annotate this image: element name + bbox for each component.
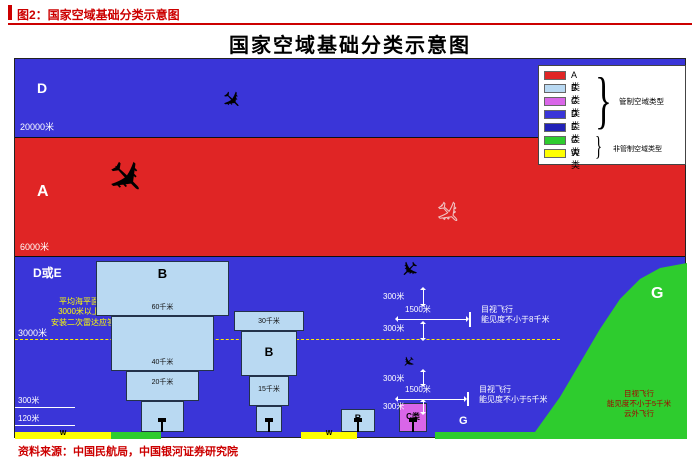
altitude-120m: 120米 bbox=[18, 414, 40, 423]
terrain-vfr-note: 目视飞行 能见度不小于5千米 云外飞行 bbox=[606, 389, 672, 419]
class-b-medium-tower-step-1 bbox=[234, 311, 304, 331]
airport-tower-icon bbox=[354, 418, 362, 432]
class-b-big-tower-step-3 bbox=[126, 371, 199, 401]
vfr-low-annotation: ✈ 300米 1500米 目视飞行 能见度不小于5千米 300米 bbox=[383, 352, 588, 419]
ground-class-g-label: G bbox=[459, 415, 468, 427]
class-b-big-tower-label: B bbox=[157, 266, 168, 281]
class-b-medium-tower-label: B bbox=[264, 345, 274, 359]
vertical-arrow-icon bbox=[420, 321, 426, 341]
terrain-mountain bbox=[530, 263, 687, 439]
altitude-20000m: 20000米 bbox=[20, 122, 55, 132]
legend-group-controlled: 管制空域类型 bbox=[619, 97, 664, 106]
legend-group-uncontrolled: 非管制空域类型 bbox=[613, 146, 662, 153]
altitude-300m-tick bbox=[15, 407, 75, 408]
legend-label-e: E类 bbox=[571, 122, 581, 144]
obstacle-marker-icon bbox=[467, 392, 469, 406]
vfr-low-300m-lower: 300米 bbox=[383, 402, 405, 411]
legend-swatch-b bbox=[544, 84, 566, 93]
ground-class-w-segment-2 bbox=[301, 432, 357, 439]
airport-tower-icon bbox=[409, 418, 417, 432]
figure-label: 图2：国家空域基础分类示意图 bbox=[17, 8, 180, 22]
legend-label-b: B类 bbox=[571, 83, 581, 105]
diagram-title: 国家空域基础分类示意图 bbox=[229, 35, 471, 57]
class-b-big-tower-base bbox=[141, 401, 184, 432]
altitude-120m-tick bbox=[15, 425, 75, 426]
altitude-6000m: 6000米 bbox=[20, 242, 50, 252]
class-b-medium-step2-width: 15千米 bbox=[258, 386, 280, 393]
class-c-tower-label: C类 bbox=[406, 412, 420, 421]
class-b-medium-tower-step-2 bbox=[241, 331, 297, 376]
legend-swatch-d bbox=[544, 110, 566, 119]
label-class-d-or-e: D或E bbox=[33, 266, 62, 280]
airspace-diagram: D A D或E 20000米 6000米 3000米 300米 120米 平均海… bbox=[14, 58, 687, 439]
label-class-g-terrain: G bbox=[651, 285, 664, 302]
vfr-high-300m-lower: 300米 bbox=[383, 324, 405, 333]
legend-label-g: G类 bbox=[571, 135, 581, 157]
class-b-big-tower-step-2 bbox=[111, 316, 214, 371]
class-b-big-step1-width: 60千米 bbox=[151, 304, 174, 311]
altitude-3000m: 3000米 bbox=[18, 328, 48, 338]
class-b-medium-tower-step-3 bbox=[249, 376, 289, 406]
small-airplane-icon: ✈ bbox=[398, 352, 420, 373]
ground-class-w-label-2: W bbox=[325, 430, 333, 437]
source-note: 资料来源：中国民航局，中国银河证券研究院 bbox=[18, 446, 238, 458]
class-b-big-tower-step-1 bbox=[96, 261, 229, 316]
class-b-big-step3-width: 20千米 bbox=[151, 379, 174, 386]
vfr-high-1500m: 1500米 bbox=[405, 305, 431, 314]
brace-icon: } bbox=[595, 131, 603, 161]
vertical-arrow-icon bbox=[420, 369, 426, 387]
ground-class-w-label-1: W bbox=[59, 430, 67, 437]
vfr-low-1500m: 1500米 bbox=[405, 385, 431, 394]
ground-class-g-segment-2 bbox=[435, 432, 545, 439]
airport-tower-icon bbox=[265, 418, 273, 432]
legend-label-d: D类 bbox=[571, 109, 581, 131]
legend-label-c: C类 bbox=[571, 96, 581, 118]
ground-class-g-segment-1 bbox=[111, 432, 161, 439]
legend-swatch-w bbox=[544, 149, 566, 158]
label-class-d: D bbox=[37, 80, 48, 96]
legend-swatch-g bbox=[544, 136, 566, 145]
brace-icon: } bbox=[595, 64, 612, 135]
legend: A类 B类 C类 D类 E类 G类 bbox=[538, 64, 686, 170]
obstacle-marker-icon bbox=[469, 312, 471, 327]
vertical-arrow-icon bbox=[420, 399, 426, 415]
terrain-polygon bbox=[530, 263, 687, 439]
legend-label-a: A类 bbox=[571, 70, 581, 92]
horizontal-arrow-icon bbox=[395, 396, 467, 402]
altitude-300m: 300米 bbox=[18, 396, 40, 405]
label-class-a: A bbox=[37, 183, 49, 200]
figure-header-accent-bar bbox=[8, 5, 12, 20]
horizontal-arrow-icon bbox=[395, 316, 469, 322]
vfr-high-note: 目视飞行 能见度不小于8千米 bbox=[481, 305, 550, 325]
ground-class-w-segment-1 bbox=[15, 432, 111, 439]
transponder-note: 平均海平面高度 3000米以上必须 安装二次雷达应答机 bbox=[51, 297, 123, 327]
vfr-low-300m-upper: 300米 bbox=[383, 374, 405, 383]
class-b-medium-step1-width: 30千米 bbox=[258, 318, 280, 325]
vertical-arrow-icon bbox=[420, 287, 426, 307]
vfr-low-note: 目视飞行 能见度不小于5千米 bbox=[479, 385, 548, 405]
vfr-high-300m-upper: 300米 bbox=[383, 292, 405, 301]
legend-swatch-a bbox=[544, 71, 566, 80]
class-b-big-step2-width: 40千米 bbox=[151, 359, 174, 366]
legend-swatch-c bbox=[544, 97, 566, 106]
legend-label-w: W类 bbox=[571, 148, 581, 170]
airport-tower-icon bbox=[158, 418, 166, 432]
header-divider bbox=[8, 23, 692, 25]
vfr-high-annotation: ✈ 300米 1500米 目视飞行 能见度不小于8千米 300米 bbox=[383, 254, 588, 349]
legend-swatch-e bbox=[544, 123, 566, 132]
